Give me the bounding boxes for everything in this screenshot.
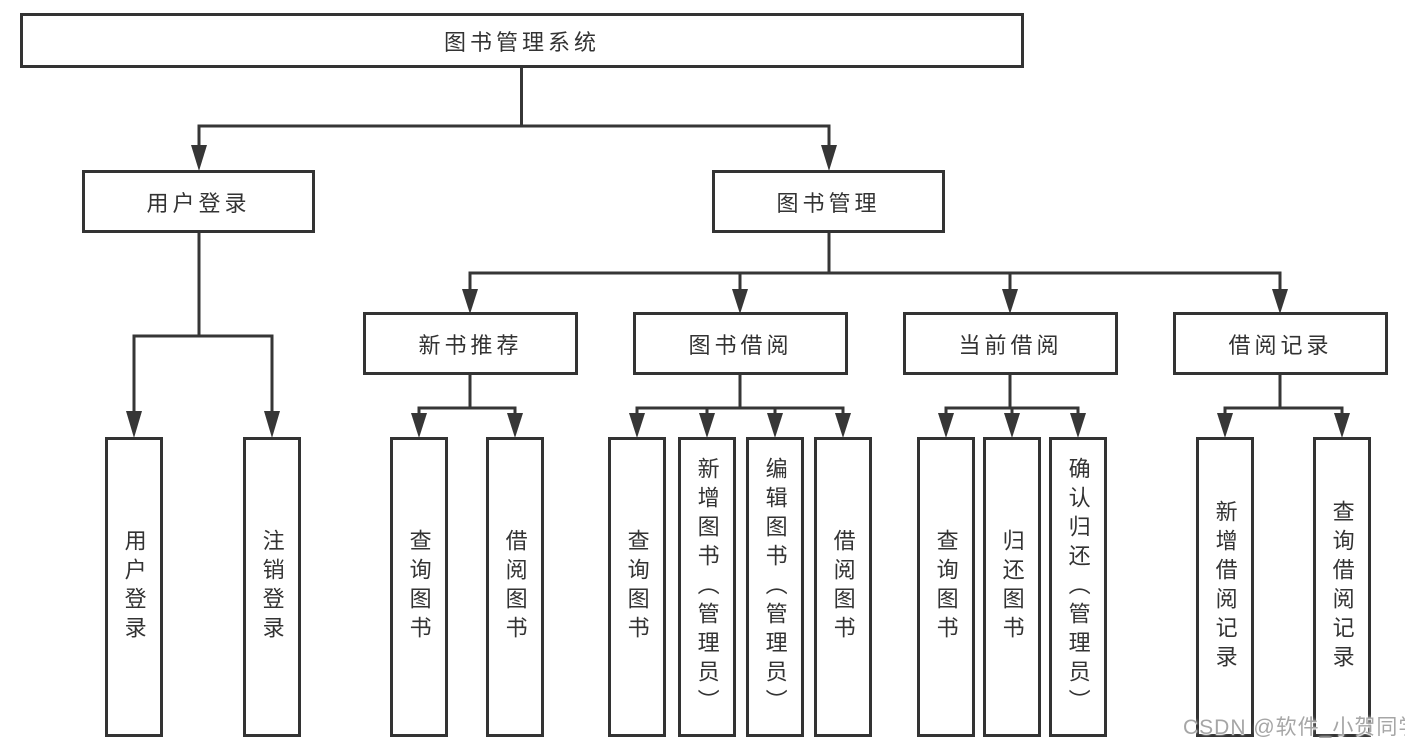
node-label: 查询图书 — [406, 529, 432, 645]
node-book-management: 图书管理 — [712, 170, 945, 233]
node-label: 新书推荐 — [418, 332, 523, 358]
connector-book-borrow-to-leaves — [629, 375, 851, 438]
node-label: 查询图书 — [624, 529, 650, 645]
node-label: 查询图书 — [933, 529, 959, 645]
node-library-system: 图书管理系统 — [20, 13, 1024, 68]
node-label: 新增图书（管理员） — [694, 456, 720, 718]
arrowhead — [126, 411, 142, 438]
arrowhead — [629, 413, 645, 438]
arrowhead — [411, 413, 427, 438]
connector-root-to-level1 — [191, 68, 837, 171]
node-label: 归还图书 — [999, 529, 1025, 645]
arrowhead — [835, 413, 851, 438]
arrowhead — [191, 145, 207, 171]
node-label: 新增借阅记录 — [1212, 500, 1238, 674]
connector-current-borrow-to-leaves — [938, 375, 1086, 438]
arrowhead — [699, 413, 715, 438]
arrowhead — [507, 413, 523, 438]
node-label: 编辑图书（管理员） — [762, 456, 788, 718]
node-label: 注销登录 — [259, 529, 285, 645]
leaf-borrow-query-book: 查询图书 — [608, 437, 666, 737]
arrowhead — [1070, 413, 1086, 438]
node-label: 借阅图书 — [830, 529, 856, 645]
node-label: 借阅记录 — [1228, 332, 1333, 358]
node-label: 图书管理系统 — [443, 29, 600, 55]
connector-new-book-recommend-to-leaves — [411, 375, 523, 438]
csdn-watermark: CSDN @软件_小贺同学 — [1183, 716, 1405, 739]
leaf-borrow-add-book-admin: 新增图书（管理员） — [678, 437, 736, 737]
leaf-record-add-borrow-record: 新增借阅记录 — [1196, 437, 1254, 737]
leaf-borrow-borrow-book: 借阅图书 — [814, 437, 872, 737]
arrowhead — [264, 411, 280, 438]
arrowhead — [1272, 289, 1288, 314]
connector-user-login-to-leaves — [126, 233, 280, 438]
leaf-recommend-query-book: 查询图书 — [390, 437, 448, 737]
node-user-login: 用户登录 — [82, 170, 315, 233]
node-label: 查询借阅记录 — [1329, 500, 1355, 674]
arrowhead — [462, 289, 478, 314]
node-label: 用户登录 — [121, 529, 147, 645]
node-book-borrow: 图书借阅 — [633, 312, 848, 375]
arrowhead — [938, 413, 954, 438]
connector-book-management-to-level2 — [462, 233, 1288, 314]
arrowhead — [767, 413, 783, 438]
arrowhead — [1002, 289, 1018, 314]
leaf-current-confirm-return-admin: 确认归还（管理员） — [1049, 437, 1107, 737]
arrowhead — [1217, 413, 1233, 438]
node-current-borrow: 当前借阅 — [903, 312, 1118, 375]
arrowhead — [1004, 413, 1020, 438]
node-label: 图书管理 — [776, 190, 881, 216]
arrowhead — [1334, 413, 1350, 438]
node-label: 图书借阅 — [688, 332, 793, 358]
leaf-borrow-edit-book-admin: 编辑图书（管理员） — [746, 437, 804, 737]
leaf-recommend-borrow-book: 借阅图书 — [486, 437, 544, 737]
arrowhead — [732, 289, 748, 314]
node-borrow-record: 借阅记录 — [1173, 312, 1388, 375]
leaf-record-query-borrow-record: 查询借阅记录 — [1313, 437, 1371, 737]
leaf-current-return-book: 归还图书 — [983, 437, 1041, 737]
connector-borrow-record-to-leaves — [1217, 375, 1350, 438]
arrowhead — [821, 145, 837, 171]
leaf-user-login: 用户登录 — [105, 437, 163, 737]
leaf-logout: 注销登录 — [243, 437, 301, 737]
node-new-book-recommend: 新书推荐 — [363, 312, 578, 375]
node-label: 借阅图书 — [502, 529, 528, 645]
node-label: 当前借阅 — [958, 332, 1063, 358]
node-label: 用户登录 — [146, 190, 251, 216]
leaf-current-query-book: 查询图书 — [917, 437, 975, 737]
node-label: 确认归还（管理员） — [1065, 456, 1091, 718]
